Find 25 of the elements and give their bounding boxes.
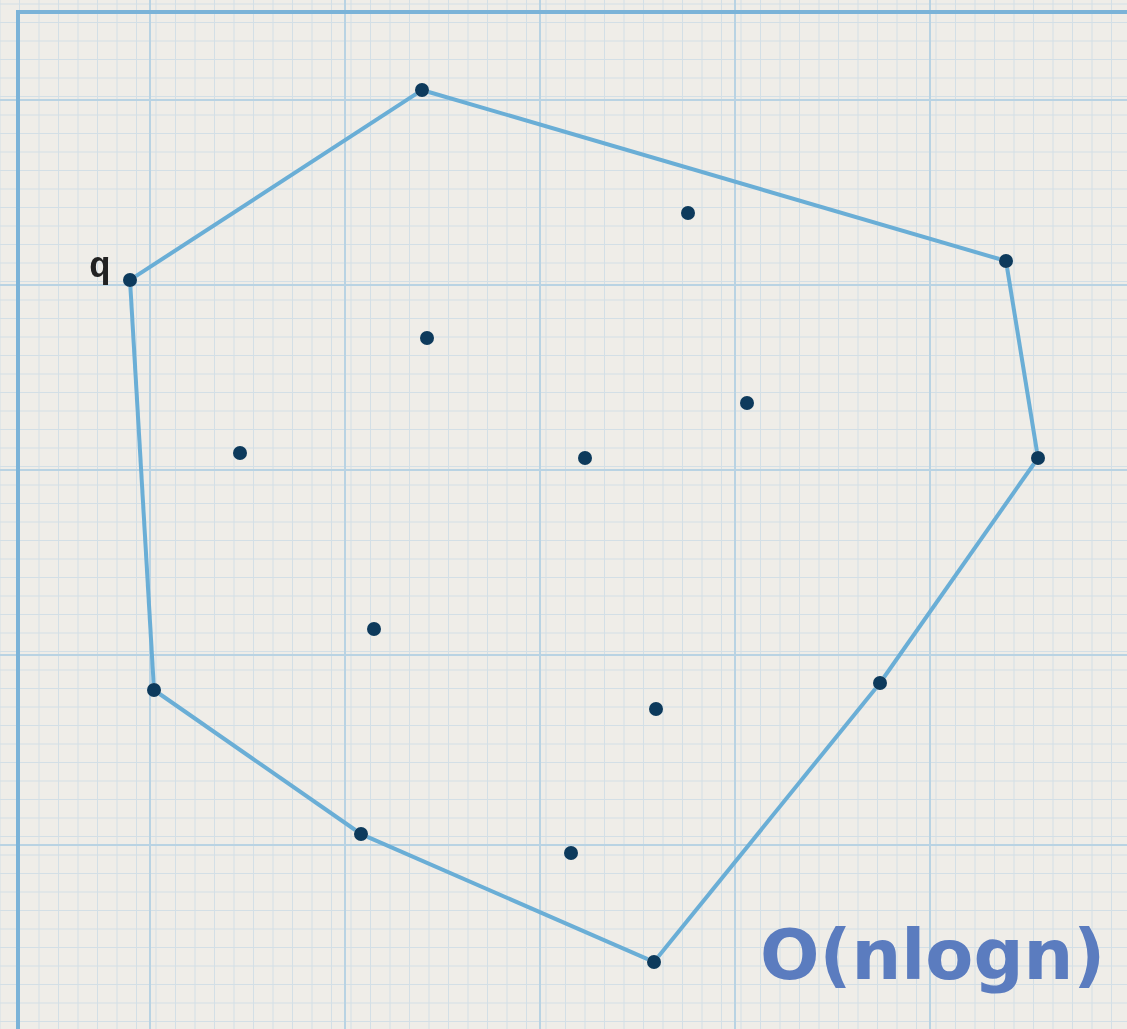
point-dot xyxy=(123,273,137,287)
point-dot xyxy=(649,702,663,716)
point-dot xyxy=(354,827,368,841)
point-dot xyxy=(233,446,247,460)
hull-edge-line xyxy=(1005,267,1039,452)
hull-edge-line xyxy=(134,92,418,278)
hull-edge-line xyxy=(158,692,357,832)
hull-edge-line xyxy=(656,687,878,958)
point-dot xyxy=(647,955,661,969)
point-dot xyxy=(681,206,695,220)
point-dot xyxy=(415,83,429,97)
point-dot xyxy=(740,396,754,410)
point-dot xyxy=(420,331,434,345)
point-label: q xyxy=(89,250,111,286)
hull-edge-line xyxy=(428,90,1000,261)
point-dot xyxy=(999,254,1013,268)
point-dot xyxy=(1031,451,1045,465)
hull-edge-line xyxy=(882,462,1036,679)
hull-edge-line xyxy=(366,834,649,962)
hull-edge-line xyxy=(128,286,156,684)
point-dot xyxy=(578,451,592,465)
point-dot xyxy=(564,846,578,860)
point-dot xyxy=(367,622,381,636)
point-dot xyxy=(147,683,161,697)
point-dot xyxy=(873,676,887,690)
